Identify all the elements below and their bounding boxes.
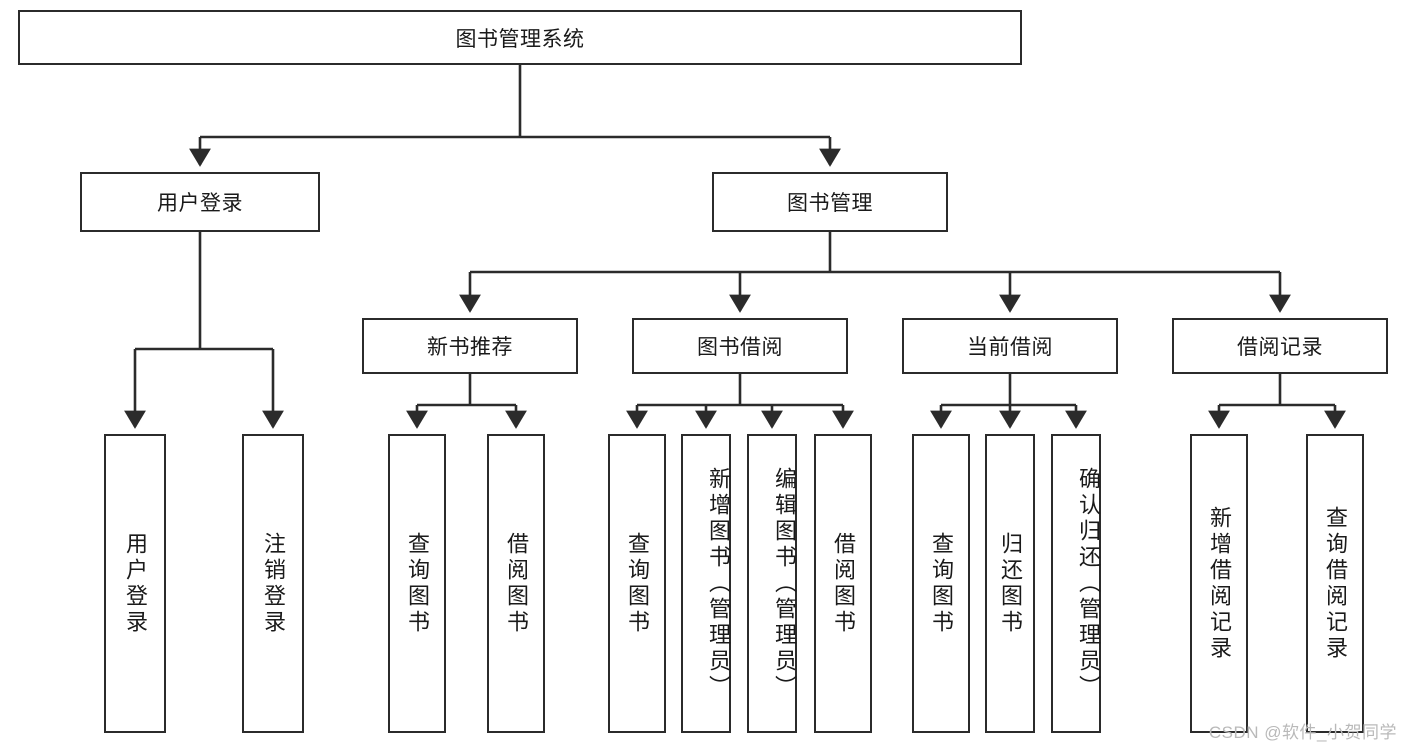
leaf-user-login[interactable]: 用户登录: [104, 434, 166, 733]
leaf-query-book-2[interactable]: 查询图书: [608, 434, 666, 733]
node-new-book-recommend[interactable]: 新书推荐: [362, 318, 578, 374]
node-root[interactable]: 图书管理系统: [18, 10, 1022, 65]
node-new-book-recommend-label: 新书推荐: [427, 336, 513, 359]
leaf-query-record-label: 查询借阅记录: [1323, 505, 1348, 662]
leaf-add-record-label: 新增借阅记录: [1207, 505, 1232, 662]
leaf-edit-book-label: 编辑图书（管理员）: [772, 466, 797, 701]
leaf-query-record[interactable]: 查询借阅记录: [1306, 434, 1364, 733]
leaf-add-record[interactable]: 新增借阅记录: [1190, 434, 1248, 733]
leaf-query-book-2-label: 查询图书: [625, 531, 650, 636]
leaf-confirm-return-label: 确认归还（管理员）: [1076, 466, 1101, 701]
node-book-borrow[interactable]: 图书借阅: [632, 318, 848, 374]
node-book-manage-label: 图书管理: [787, 192, 873, 215]
leaf-borrow-book-1-label: 借阅图书: [504, 531, 529, 636]
leaf-return-book[interactable]: 归还图书: [985, 434, 1035, 733]
node-book-manage[interactable]: 图书管理: [712, 172, 948, 232]
leaf-borrow-book-1[interactable]: 借阅图书: [487, 434, 545, 733]
leaf-query-book-3-label: 查询图书: [929, 531, 954, 636]
leaf-edit-book[interactable]: 编辑图书（管理员）: [747, 434, 797, 733]
node-root-label: 图书管理系统: [455, 27, 585, 51]
node-borrow-record[interactable]: 借阅记录: [1172, 318, 1388, 374]
leaf-borrow-book-2-label: 借阅图书: [831, 531, 856, 636]
node-user-login-label: 用户登录: [157, 192, 243, 215]
leaf-query-book-1-label: 查询图书: [405, 531, 430, 636]
leaf-logout-label: 注销登录: [261, 531, 286, 636]
node-book-borrow-label: 图书借阅: [697, 336, 783, 359]
leaf-query-book-1[interactable]: 查询图书: [388, 434, 446, 733]
leaf-logout[interactable]: 注销登录: [242, 434, 304, 733]
leaf-confirm-return[interactable]: 确认归还（管理员）: [1051, 434, 1101, 733]
leaf-return-book-label: 归还图书: [998, 531, 1023, 636]
leaf-user-login-label: 用户登录: [123, 531, 148, 636]
leaf-add-book[interactable]: 新增图书（管理员）: [681, 434, 731, 733]
watermark: CSDN @软件_小贺同学: [1208, 723, 1397, 742]
node-current-borrow[interactable]: 当前借阅: [902, 318, 1118, 374]
leaf-borrow-book-2[interactable]: 借阅图书: [814, 434, 872, 733]
node-borrow-record-label: 借阅记录: [1237, 336, 1323, 359]
leaf-add-book-label: 新增图书（管理员）: [706, 466, 731, 701]
leaf-query-book-3[interactable]: 查询图书: [912, 434, 970, 733]
node-current-borrow-label: 当前借阅: [967, 336, 1053, 359]
node-user-login[interactable]: 用户登录: [80, 172, 320, 232]
